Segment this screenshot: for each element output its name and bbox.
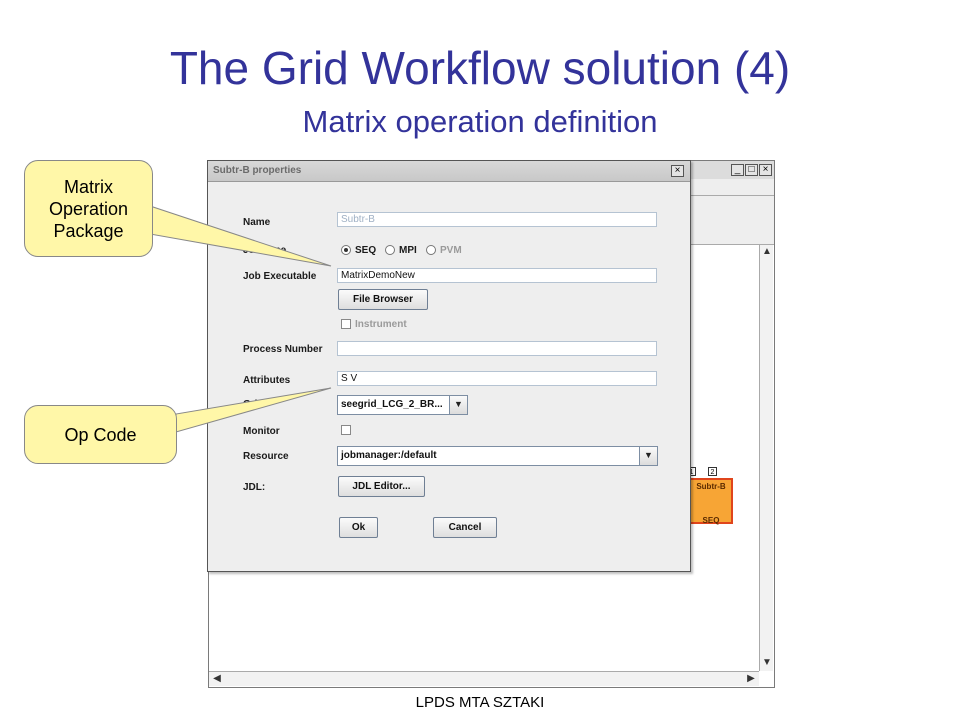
chevron-down-icon[interactable]: ▼ [449,396,467,414]
slide-footer: LPDS MTA SZTAKI [415,694,545,711]
instrument-label: Instrument [355,319,407,330]
jdl-editor-button[interactable]: JDL Editor... [338,476,425,497]
matrix-package-pointer [149,205,332,267]
minimize-icon[interactable]: _ [731,164,744,176]
attributes-label: Attributes [243,375,291,386]
resource-label: Resource [243,451,289,462]
process-number-field[interactable] [337,341,657,356]
dialog-close-icon[interactable]: × [671,165,684,177]
job-type-pvm-label[interactable]: PVM [440,245,462,256]
vertical-scrollbar[interactable]: ▲ ▼ [759,245,773,671]
monitor-label: Monitor [243,426,280,437]
job-type-seq-radio[interactable] [341,245,351,255]
resource-select-value: jobmanager:/default [341,450,437,461]
jdl-label: JDL: [243,482,266,493]
dialog-title: Subtr-B properties [213,165,302,176]
grid-select-value: seegrid_LCG_2_BR... [341,399,443,410]
slide-subtitle: Matrix operation definition [302,104,658,139]
monitor-checkbox[interactable] [341,425,351,435]
dialog-titlebar[interactable]: Subtr-B properties × [208,161,690,182]
grid-select[interactable]: seegrid_LCG_2_BR... ▼ [337,395,468,415]
scroll-right-icon[interactable]: ▶ [747,673,755,684]
job-node-name: Subtr-B [696,482,726,491]
job-executable-field[interactable]: MatrixDemoNew [337,268,657,283]
slide-title: The Grid Workflow solution (4) [169,42,791,94]
op-code-callout: Op Code [24,405,177,464]
job-type-mpi-label[interactable]: MPI [399,245,417,256]
job-type-pvm-radio[interactable] [426,245,436,255]
name-field[interactable]: Subtr-B [337,212,657,227]
close-icon[interactable]: × [759,164,772,176]
scroll-down-icon[interactable]: ▼ [762,657,772,668]
maximize-icon[interactable]: □ [745,164,758,176]
instrument-checkbox[interactable] [341,319,351,329]
job-type-seq-label[interactable]: SEQ [355,245,377,256]
cancel-button[interactable]: Cancel [433,517,497,538]
file-browser-button[interactable]: File Browser [338,289,428,310]
resource-select[interactable]: jobmanager:/default ▼ [337,446,658,466]
properties-dialog: Subtr-B properties × Name Subtr-B Job Ty… [207,160,691,572]
chevron-down-icon[interactable]: ▼ [639,447,657,465]
op-code-pointer [175,387,332,433]
job-input-port[interactable]: 2 [708,467,717,476]
job-type-mpi-radio[interactable] [385,245,395,255]
op-code-callout-text: Op Code [64,424,137,445]
attributes-field[interactable]: S V [337,371,657,386]
job-executable-label: Job Executable [243,271,317,282]
matrix-package-callout: Matrix Operation Package [24,160,153,257]
ok-button[interactable]: Ok [339,517,378,538]
process-number-label: Process Number [243,344,323,355]
job-node-type: SEQ [702,516,720,525]
name-label: Name [243,217,271,228]
scroll-left-icon[interactable]: ◀ [213,673,221,684]
horizontal-scrollbar[interactable]: ◀ ▶ [209,671,759,686]
scroll-up-icon[interactable]: ▲ [762,246,772,257]
matrix-package-callout-text: Matrix Operation Package [48,176,129,241]
